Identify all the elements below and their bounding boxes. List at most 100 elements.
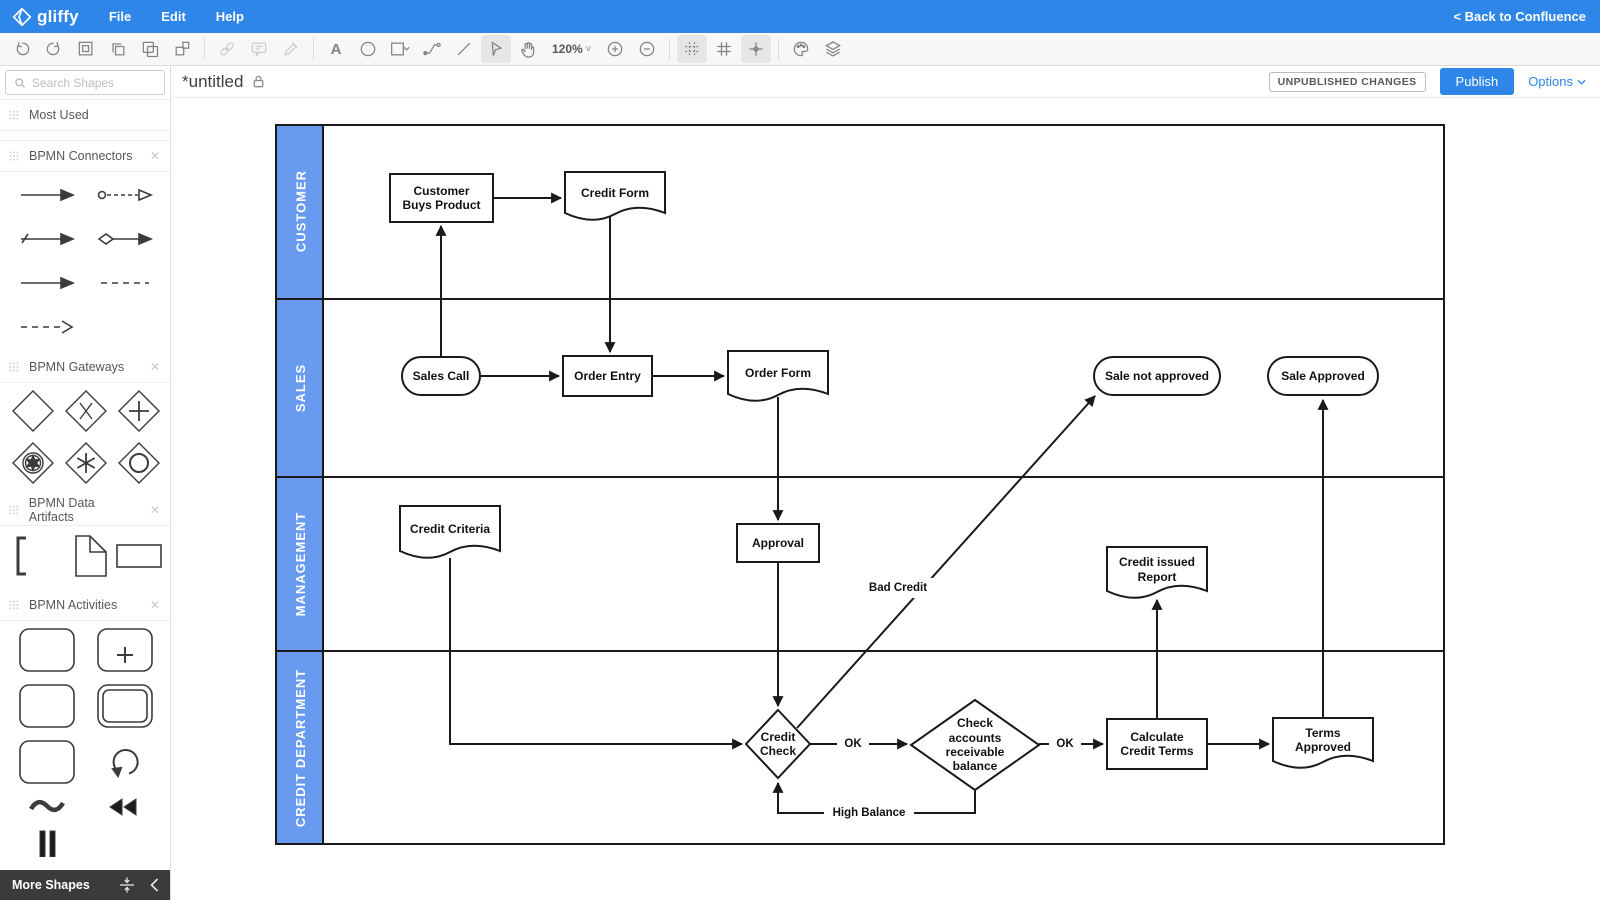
activity-task-plain[interactable] bbox=[18, 683, 76, 729]
section-bpmn-activities[interactable]: BPMN Activities ✕ bbox=[0, 590, 170, 621]
shape-check-accounts[interactable] bbox=[909, 698, 1041, 792]
edge-bad-credit-to-sale-not-approved[interactable] bbox=[796, 395, 1096, 729]
shape-credit-criteria[interactable] bbox=[399, 505, 501, 559]
shape-search[interactable] bbox=[5, 70, 165, 95]
gateway-parallel[interactable] bbox=[117, 389, 161, 433]
chevron-left-icon[interactable] bbox=[150, 878, 159, 892]
text-tool[interactable]: A bbox=[330, 40, 342, 58]
connector-sequence-flow[interactable] bbox=[18, 178, 76, 212]
section-most-used[interactable]: Most Used bbox=[0, 100, 170, 131]
artifact-data-object[interactable] bbox=[62, 532, 110, 580]
select-tool[interactable] bbox=[481, 35, 511, 63]
node-order-entry[interactable]: Order Entry bbox=[574, 368, 641, 383]
lane-label-sales[interactable]: SALES bbox=[292, 363, 308, 413]
node-approval[interactable]: Approval bbox=[751, 535, 804, 550]
search-input[interactable] bbox=[32, 75, 147, 90]
connector-message-flow[interactable] bbox=[96, 178, 154, 212]
shape-sale-not-approved[interactable] bbox=[1093, 356, 1221, 396]
edge-credit-criteria-to-credit-check[interactable] bbox=[449, 558, 744, 750]
edge-label-high-balance[interactable]: High Balance bbox=[824, 803, 914, 823]
menu-help[interactable]: Help bbox=[215, 9, 244, 24]
shape-tool[interactable] bbox=[385, 35, 415, 63]
section-bpmn-data-artifacts[interactable]: BPMN Data Artifacts ✕ bbox=[0, 495, 170, 526]
gateway-inclusive[interactable] bbox=[117, 441, 161, 485]
menu-edit[interactable]: Edit bbox=[161, 9, 186, 24]
more-shapes-bar[interactable]: More Shapes bbox=[0, 870, 170, 900]
activity-loop-marker[interactable] bbox=[105, 742, 145, 782]
node-credit-issued-report[interactable]: Credit issued Report bbox=[1118, 555, 1196, 584]
document-title[interactable]: *untitled bbox=[182, 71, 244, 91]
shape-customer-buys-product[interactable] bbox=[389, 173, 494, 223]
activity-subprocess[interactable] bbox=[96, 627, 154, 673]
back-to-confluence-link[interactable]: < Back to Confluence bbox=[1453, 9, 1586, 24]
group-button[interactable] bbox=[71, 35, 101, 63]
activity-parallel-marker[interactable] bbox=[32, 829, 62, 857]
theme-palette-button[interactable] bbox=[786, 35, 816, 63]
shape-approval[interactable] bbox=[736, 523, 820, 563]
shape-sale-approved[interactable] bbox=[1267, 356, 1379, 396]
undo-button[interactable] bbox=[7, 35, 37, 63]
ungroup-button[interactable] bbox=[167, 35, 197, 63]
redo-button[interactable] bbox=[39, 35, 69, 63]
grid-toggle[interactable] bbox=[709, 35, 739, 63]
gateway-complex[interactable] bbox=[64, 441, 108, 485]
activity-task[interactable] bbox=[18, 627, 76, 673]
close-icon[interactable]: ✕ bbox=[149, 598, 160, 612]
node-credit-form[interactable]: Credit Form bbox=[580, 185, 649, 200]
node-sales-call[interactable]: Sales Call bbox=[412, 368, 470, 383]
layers-button[interactable] bbox=[818, 35, 848, 63]
gateway-exclusive-x[interactable] bbox=[64, 389, 108, 433]
close-icon[interactable]: ✕ bbox=[149, 503, 160, 517]
artifact-group-bracket[interactable] bbox=[9, 532, 57, 580]
connector-conditional-flow[interactable] bbox=[96, 222, 154, 256]
node-terms-approved[interactable]: Terms Approved bbox=[1294, 725, 1351, 754]
connector-dashed-arrow[interactable] bbox=[18, 310, 76, 344]
activity-transaction[interactable] bbox=[96, 683, 154, 729]
connector-default-flow[interactable] bbox=[18, 222, 76, 256]
node-calculate-credit-terms[interactable]: Calculate Credit Terms bbox=[1120, 729, 1194, 758]
node-customer-buys-product[interactable]: Customer Buys Product bbox=[402, 183, 481, 212]
lane-label-customer[interactable]: CUSTOMER bbox=[293, 169, 308, 253]
activity-compensation-marker[interactable] bbox=[105, 795, 145, 819]
shape-order-form[interactable] bbox=[727, 350, 829, 402]
node-sale-approved[interactable]: Sale Approved bbox=[1281, 368, 1365, 383]
shape-calculate-credit-terms[interactable] bbox=[1106, 718, 1208, 770]
shape-credit-issued-report[interactable] bbox=[1106, 546, 1208, 599]
gateway-complex-event[interactable] bbox=[11, 441, 55, 485]
zoom-in-button[interactable] bbox=[600, 35, 630, 63]
zoom-out-button[interactable] bbox=[632, 35, 662, 63]
connector-association[interactable] bbox=[96, 266, 154, 300]
close-icon[interactable]: ✕ bbox=[149, 149, 160, 163]
lane-label-management[interactable]: MANAGEMENT bbox=[292, 511, 308, 617]
ellipse-tool[interactable] bbox=[353, 35, 383, 63]
shape-credit-check[interactable] bbox=[744, 708, 812, 780]
shape-order-entry[interactable] bbox=[562, 355, 653, 397]
node-sale-not-approved[interactable]: Sale not approved bbox=[1104, 368, 1210, 383]
lane-header-strip[interactable] bbox=[275, 124, 324, 845]
node-credit-criteria[interactable]: Credit Criteria bbox=[409, 521, 491, 536]
node-check-accounts[interactable]: Check accounts receivable balance bbox=[945, 716, 1005, 774]
guides-toggle[interactable] bbox=[740, 35, 771, 63]
node-order-form[interactable]: Order Form bbox=[744, 365, 811, 380]
link-button[interactable] bbox=[212, 35, 242, 63]
line-tool[interactable] bbox=[449, 35, 479, 63]
activity-call-activity[interactable] bbox=[18, 739, 76, 785]
eyedropper-button[interactable] bbox=[276, 35, 306, 63]
snap-to-grid-toggle[interactable] bbox=[676, 35, 707, 63]
shape-terms-approved[interactable] bbox=[1272, 717, 1374, 769]
collapse-panels-icon[interactable] bbox=[118, 877, 136, 893]
connector-tool[interactable] bbox=[417, 35, 447, 63]
zoom-level-control[interactable]: 120%˅ bbox=[552, 42, 591, 56]
diagram-canvas[interactable]: CUSTOMER SALES MANAGEMENT CREDIT DEPARTM… bbox=[171, 98, 1600, 900]
menu-file[interactable]: File bbox=[108, 9, 132, 24]
artifact-text-annotation[interactable] bbox=[115, 532, 163, 580]
comment-button[interactable] bbox=[244, 35, 274, 63]
activity-adhoc-marker[interactable] bbox=[25, 795, 69, 819]
close-icon[interactable]: ✕ bbox=[149, 360, 160, 374]
edge-label-ok-2[interactable]: OK bbox=[1049, 734, 1081, 754]
section-bpmn-connectors[interactable]: BPMN Connectors ✕ bbox=[0, 141, 170, 172]
shape-credit-form[interactable] bbox=[564, 171, 666, 221]
pool-frame[interactable] bbox=[275, 124, 1445, 845]
options-dropdown[interactable]: Options bbox=[1528, 74, 1586, 89]
edge-label-bad-credit[interactable]: Bad Credit bbox=[863, 578, 933, 598]
